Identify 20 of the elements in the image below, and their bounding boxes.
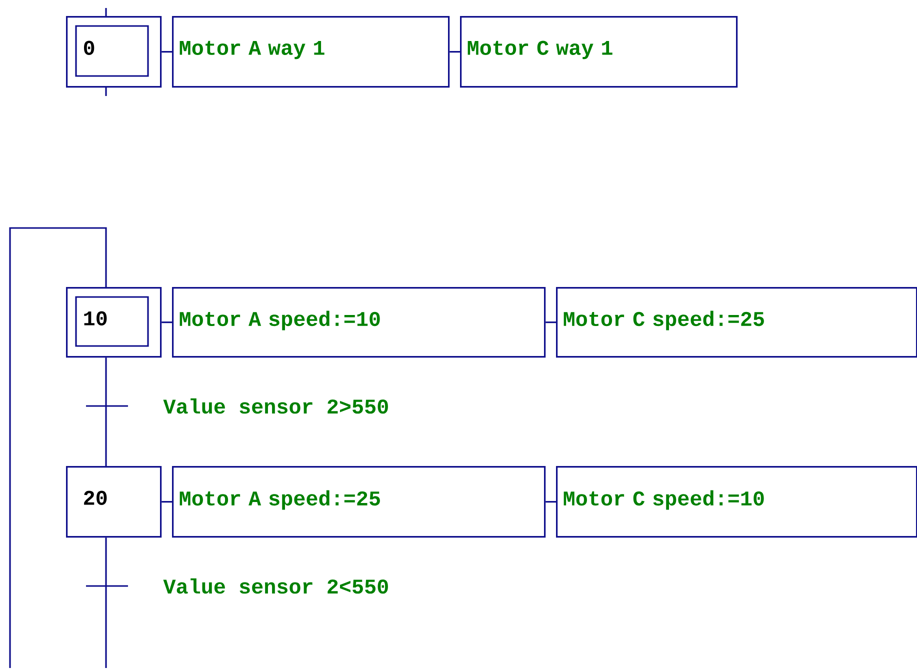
transition-condition: Value sensor 2>550 xyxy=(163,398,388,414)
sequence-line xyxy=(105,358,107,466)
link-line xyxy=(450,51,460,53)
action-box: Motor C speed:=25 xyxy=(556,287,917,358)
action-box: Motor A speed:=10 xyxy=(172,287,546,358)
link-line xyxy=(162,322,172,324)
step-box: 20 xyxy=(66,466,162,538)
action-box: Motor C way 1 xyxy=(460,16,738,88)
link-line xyxy=(546,501,556,503)
link-line xyxy=(546,322,556,324)
initial-step-box: 0 xyxy=(66,16,162,88)
loop-line xyxy=(9,227,107,668)
action-box: Motor A speed:=25 xyxy=(172,466,546,538)
action-box: Motor C speed:=10 xyxy=(556,466,917,538)
link-line xyxy=(162,51,172,53)
link-line xyxy=(162,501,172,503)
initial-step-box: 10 xyxy=(66,287,162,358)
action-box: Motor A way 1 xyxy=(172,16,450,88)
transition-condition: Value sensor 2<550 xyxy=(163,578,388,594)
sequence-line xyxy=(105,538,107,668)
